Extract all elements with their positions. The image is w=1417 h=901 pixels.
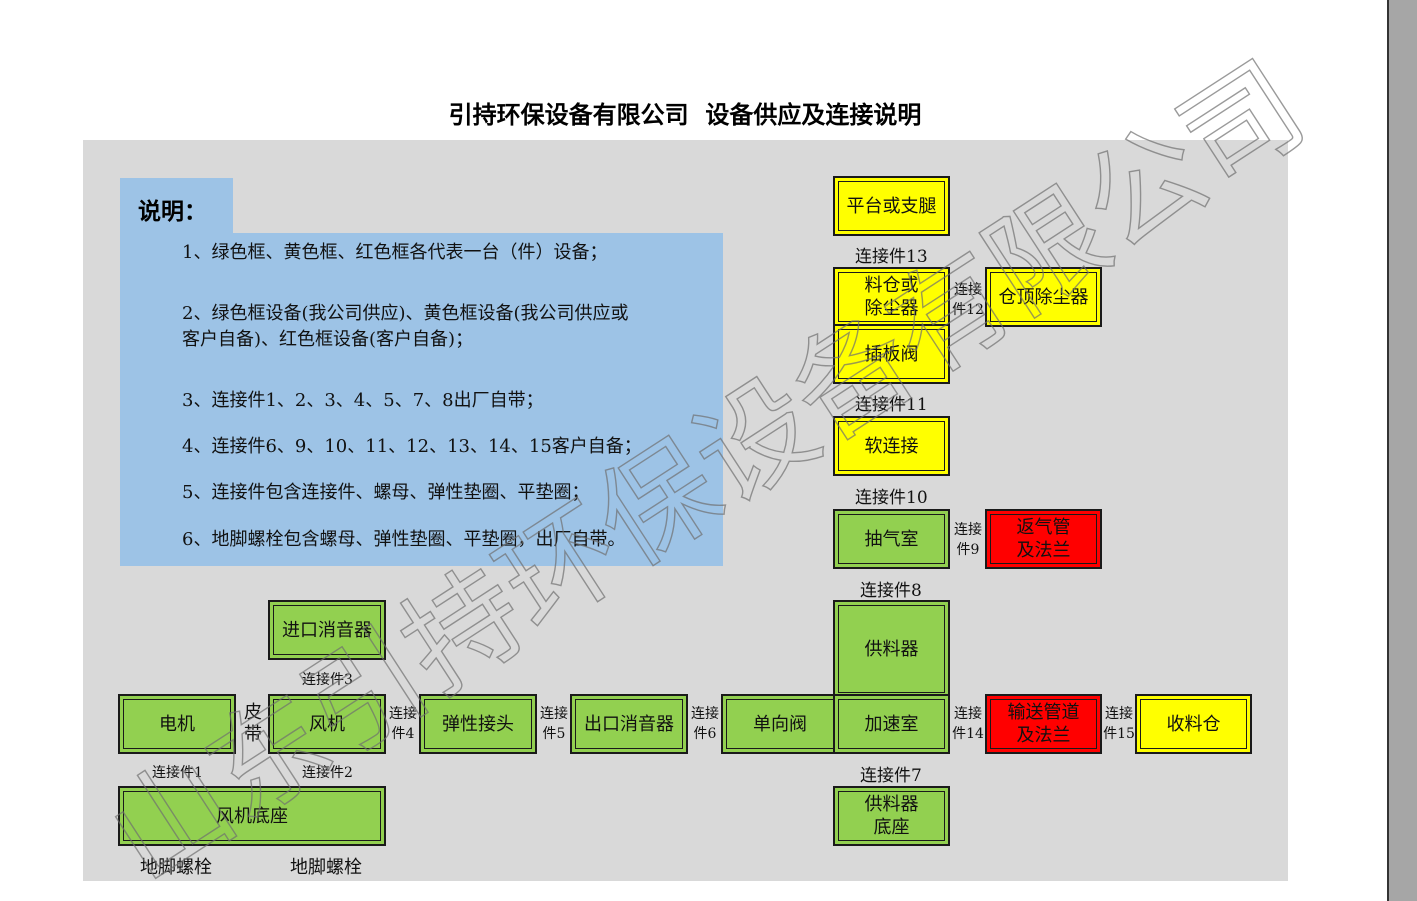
silo-box: 料仓或除尘器 [833,267,950,327]
anchor-bolt-left-label: 地脚螺栓 [140,857,212,878]
anchor-bolt-right-label: 地脚螺栓 [290,857,362,878]
accel-room-box: 加速室 [833,694,950,754]
connector-3-label: 连接件3 [302,672,353,688]
return-pipe-box: 返气管及法兰 [985,509,1102,569]
note-item-4: 4、连接件6、9、10、11、12、13、14、15客户自备； [182,436,642,457]
outlet-silencer-box: 出口消音器 [570,694,688,754]
connector-6-label: 连接件6 [691,706,719,742]
connector-12-label: 连接件12 [952,282,984,318]
connector-2-label: 连接件2 [302,765,353,781]
elastic-joint-box: 弹性接头 [419,694,537,754]
note-item-5: 5、连接件包含连接件、螺母、弹性垫圈、平垫圈； [182,482,590,503]
connector-8-label: 连接件8 [860,581,922,601]
page-title: 引持环保设备有限公司 设备供应及连接说明 [448,101,922,129]
conveying-pipe-box: 输送管道及法兰 [985,694,1102,754]
vertical-scrollbar[interactable] [1387,0,1417,901]
notes-heading: 说明： [138,199,207,225]
check-valve-box: 单向阀 [721,694,839,754]
fan-base-box: 风机底座 [118,786,386,846]
note-item-2-cont: 客户自备)、红色框设备(客户自备)； [182,329,474,350]
notes-panel-tab [120,178,233,238]
feeder-box: 供料器 [833,600,950,698]
roof-dust-collector-box: 仓顶除尘器 [985,267,1102,327]
connector-14-label: 连接件14 [952,706,984,742]
feeder-base-box: 供料器底座 [833,786,950,846]
connector-9-label: 连接件9 [954,522,982,558]
connector-15-label: 连接件15 [1103,706,1135,742]
fan-box: 风机 [268,694,386,754]
connector-11-label: 连接件11 [855,395,928,415]
note-item-6: 6、地脚螺栓包含螺母、弹性垫圈、平垫圈，出厂自带。 [182,529,626,550]
platform-box: 平台或支腿 [833,176,950,236]
suction-room-box: 抽气室 [833,509,950,569]
connector-10-label: 连接件10 [855,488,928,508]
receiver-box: 收料仓 [1135,694,1252,754]
note-item-3: 3、连接件1、2、3、4、5、7、8出厂自带； [182,390,544,411]
gate-valve-box: 插板阀 [833,324,950,384]
connector-7-label: 连接件7 [860,766,922,786]
connector-4-label: 连接件4 [389,706,417,742]
belt-label: 皮带 [244,702,262,745]
notes-panel [120,233,723,566]
note-item-2: 2、绿色框设备(我公司供应)、黄色框设备(我公司供应或 [182,303,629,324]
note-item-1: 1、绿色框、黄色框、红色框各代表一台（件）设备； [182,242,608,263]
connector-1-label: 连接件1 [152,765,203,781]
soft-joint-box: 软连接 [833,416,950,476]
connector-5-label: 连接件5 [540,706,568,742]
inlet-silencer-box: 进口消音器 [268,600,386,660]
connector-13-label: 连接件13 [855,247,928,267]
motor-box: 电机 [118,694,236,754]
